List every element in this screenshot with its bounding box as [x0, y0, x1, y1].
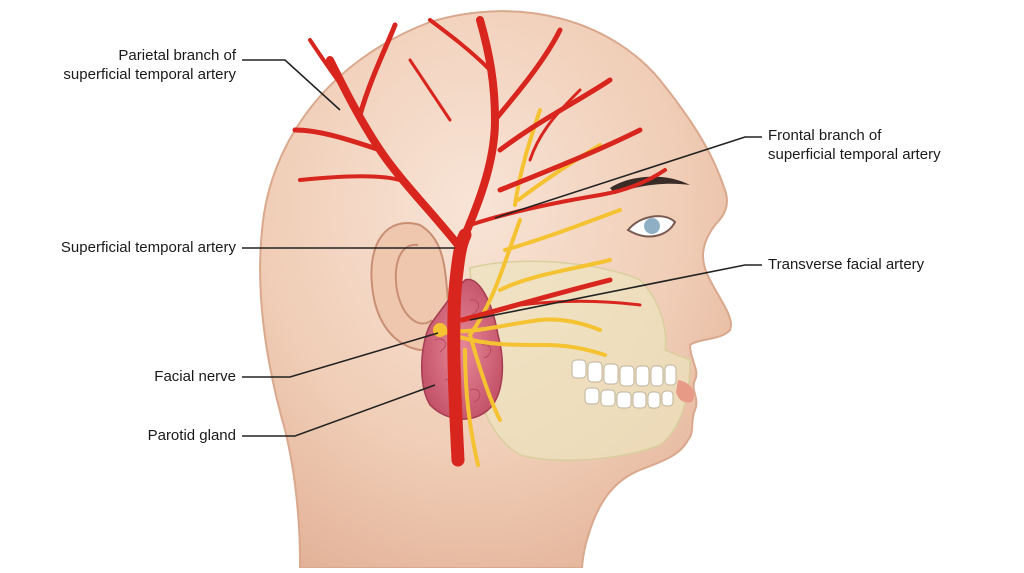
label-frontal-line2: superficial temporal artery	[768, 146, 941, 163]
arteries	[292, 16, 667, 467]
label-facial-nerve: Facial nerve	[154, 367, 236, 386]
label-superficial-temporal-artery: Superficial temporal artery	[61, 238, 236, 257]
leader-frontal	[494, 136, 762, 219]
label-facial-nerve-text: Facial nerve	[154, 368, 236, 385]
iris	[644, 218, 660, 234]
label-frontal-branch: Frontal branch of superficial temporal a…	[768, 126, 941, 164]
label-frontal-line1: Frontal branch of	[768, 127, 882, 144]
lips	[676, 380, 695, 403]
label-transverse-facial-artery: Transverse facial artery	[768, 255, 924, 274]
leader-facial-nerve	[242, 332, 439, 378]
label-parietal-line1: Parietal branch of	[118, 47, 236, 64]
teeth	[571, 359, 677, 409]
leader-parietal	[242, 59, 341, 111]
label-superficial-text: Superficial temporal artery	[60, 239, 236, 256]
leader-transverse	[469, 264, 762, 321]
leader-lines	[242, 59, 762, 437]
facial-nerve-branches	[438, 108, 622, 467]
eyebrow	[610, 176, 690, 194]
ear	[370, 222, 450, 352]
label-parotid-gland: Parotid gland	[148, 426, 236, 445]
label-parietal-branch: Parietal branch of superficial temporal …	[63, 46, 236, 84]
leader-parotid	[242, 384, 436, 437]
label-transverse-text: Transverse facial artery	[768, 256, 925, 273]
label-parotid-text: Parotid gland	[147, 427, 236, 444]
label-parietal-line2: superficial temporal artery	[63, 66, 236, 83]
